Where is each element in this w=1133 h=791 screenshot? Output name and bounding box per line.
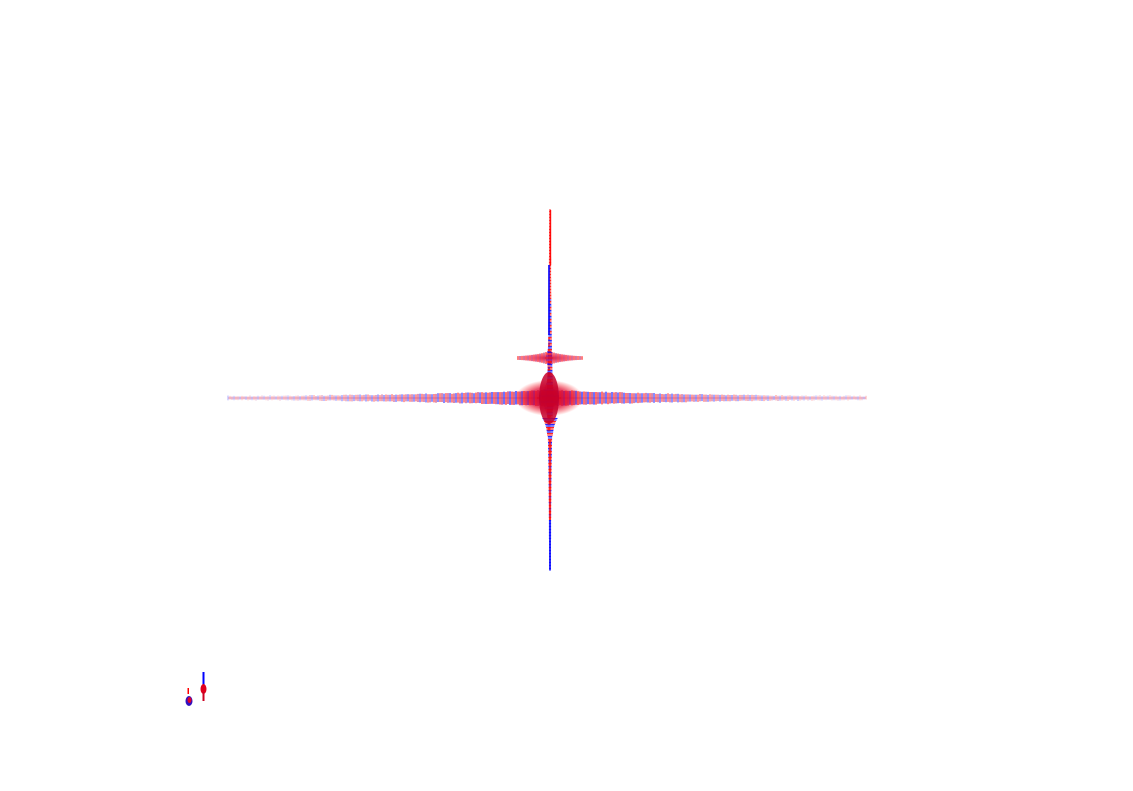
upper-lobe-core (519, 353, 579, 363)
central-core-inner (539, 372, 559, 424)
axes-triad-icon (185, 672, 207, 706)
